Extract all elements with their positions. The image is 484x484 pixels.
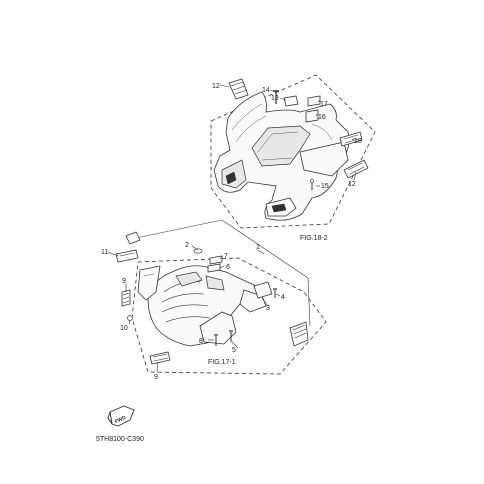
callout-2: 2	[185, 242, 189, 249]
sticker-7	[209, 255, 223, 265]
front-fender-rib	[165, 316, 211, 323]
decal-11	[115, 231, 141, 263]
callout-12-top: 12	[212, 83, 220, 90]
washer-10	[127, 315, 133, 321]
callout-8: 8	[199, 338, 203, 345]
callout-18: 18	[354, 138, 362, 145]
callout-6: 6	[226, 264, 230, 271]
front-fender-rib	[161, 304, 209, 313]
callout-3: 3	[266, 305, 270, 312]
callout-14: 14	[262, 87, 270, 94]
callout-17: 17	[320, 101, 328, 108]
callout-4: 4	[281, 294, 285, 301]
figure-ref-front: FIG.17-1	[208, 359, 236, 366]
bolt-5	[229, 330, 233, 342]
screw-8	[214, 334, 218, 346]
decal-9-bottom	[149, 351, 171, 365]
front-fender-group	[107, 219, 327, 375]
decal-12-right	[343, 159, 369, 179]
rear-fender-seat-well	[251, 125, 311, 167]
rear-fender-right-flare	[299, 141, 349, 177]
decal-12-top	[228, 78, 249, 100]
callout-1: 1	[256, 244, 260, 251]
screw-4	[273, 288, 277, 298]
diagram-code: 5TH8100-C390	[96, 436, 144, 443]
callout-12-right: 12	[348, 181, 356, 188]
decal-front-right	[289, 321, 309, 347]
callout-9-bottom: 9	[154, 374, 158, 381]
figure-ref-rear: FIG.18-2	[300, 235, 328, 242]
fwd-label: FWD	[114, 415, 127, 425]
callout-10: 10	[120, 325, 128, 332]
decal-18	[339, 131, 363, 147]
label-13-sticker	[283, 95, 299, 107]
front-fender-opening	[205, 275, 225, 291]
grommet-2	[193, 248, 203, 254]
label-16-sticker	[305, 109, 319, 123]
decal-9-left	[121, 289, 131, 307]
front-fender-rib	[161, 293, 205, 303]
callout-11: 11	[101, 249, 108, 256]
front-left-wing	[137, 265, 161, 301]
rear-fender-group	[210, 74, 376, 229]
front-group-boundary	[131, 257, 327, 375]
screw-14	[273, 90, 279, 104]
callout-5: 5	[232, 347, 236, 354]
plate-3-4	[253, 281, 273, 299]
callout-16: 16	[318, 114, 326, 121]
fwd-direction-arrow: FWD	[107, 405, 135, 427]
callout-7: 7	[224, 253, 228, 260]
bolt-15	[310, 179, 314, 190]
rear-group-boundary	[210, 74, 376, 229]
sticker-6	[207, 263, 221, 273]
front-side-panel	[199, 311, 237, 345]
front-fender-headlight	[175, 271, 203, 287]
label-17-sticker	[307, 95, 321, 107]
callout-9-left: 9	[122, 278, 126, 285]
callout-15: 15	[321, 183, 329, 190]
callout-13: 13	[271, 95, 279, 102]
